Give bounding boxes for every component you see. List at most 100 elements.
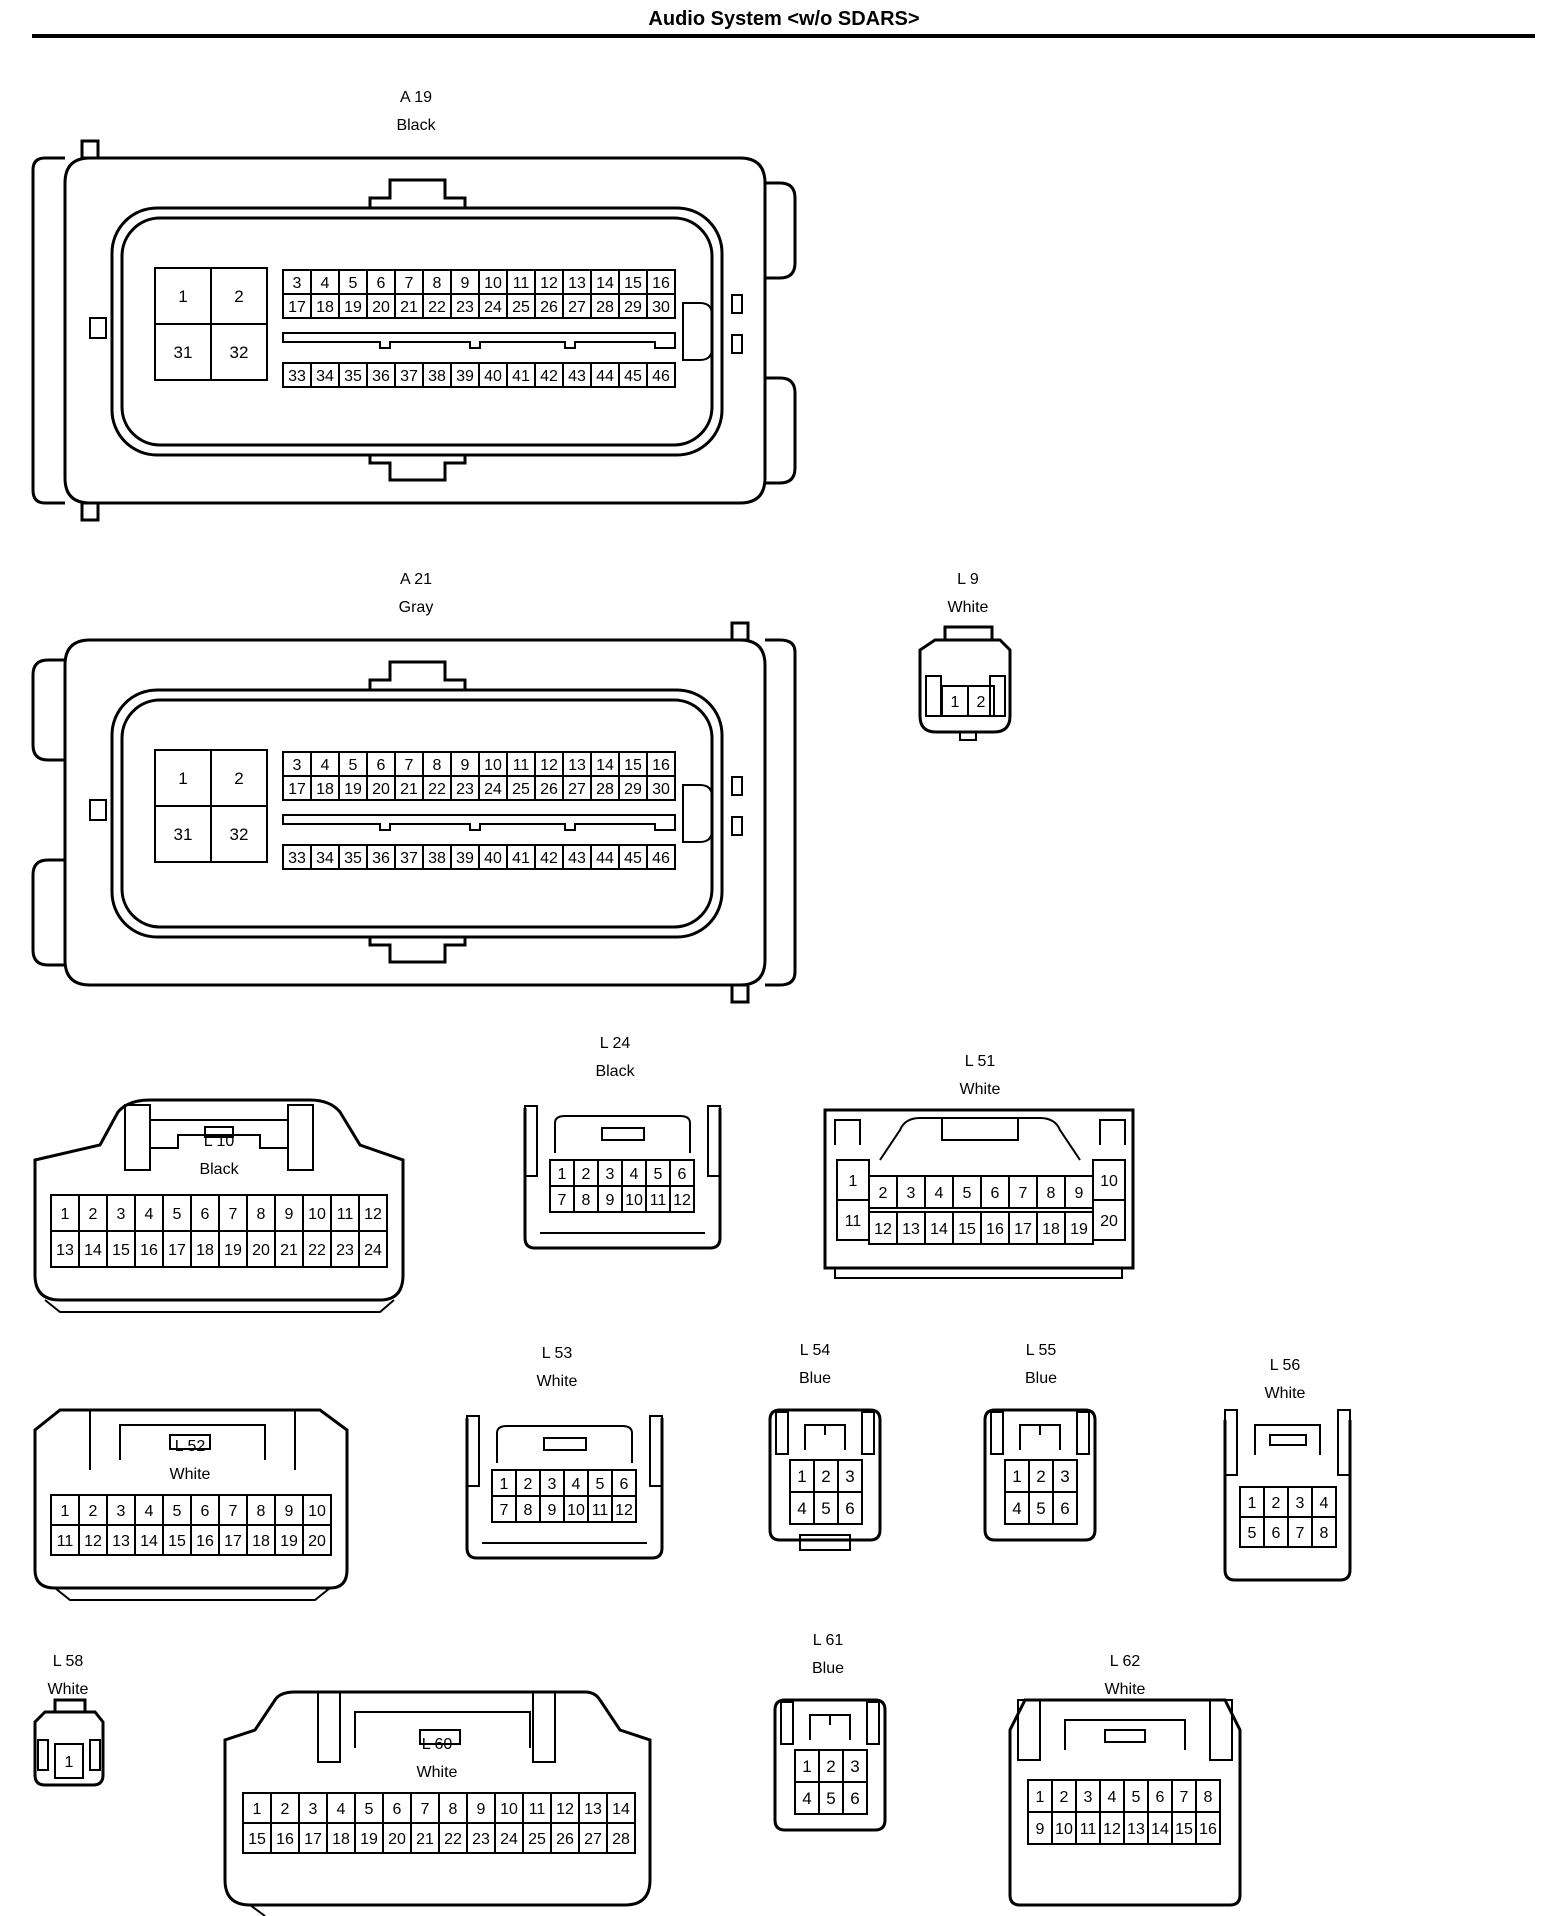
pin-a19-23: 23 <box>456 299 474 316</box>
pin-l52-10: 10 <box>308 1503 326 1520</box>
connector-housing <box>823 1108 1135 1270</box>
pin-l61-1: 1 <box>802 1757 811 1776</box>
pin-a21-36: 36 <box>372 850 390 867</box>
pin-l52-6: 6 <box>201 1503 210 1520</box>
pin-l60-16: 16 <box>276 1831 294 1848</box>
pin-l51-1: 1 <box>849 1173 858 1190</box>
connector-id-l62: L 62 <box>1110 1653 1141 1670</box>
side-tab <box>731 294 743 314</box>
pin-a21-43: 43 <box>568 850 586 867</box>
pin-l52-11: 11 <box>57 1533 74 1550</box>
pin-l10-11: 11 <box>337 1206 354 1223</box>
pin-l60-4: 4 <box>337 1801 346 1818</box>
pin-l51-13: 13 <box>902 1221 920 1238</box>
side-rib <box>1337 1409 1351 1476</box>
connector-color-a21: Gray <box>399 599 434 616</box>
connector-housing <box>983 1408 1097 1542</box>
connector-housing <box>33 1408 349 1590</box>
side-tab <box>89 317 107 339</box>
pin-l60-13: 13 <box>584 1801 602 1818</box>
pin-a19-15: 15 <box>624 275 642 292</box>
pin-l10-22: 22 <box>308 1242 326 1259</box>
pin-l10-15: 15 <box>112 1242 130 1259</box>
pin-l24-10: 10 <box>625 1192 643 1209</box>
pin-a19-30: 30 <box>652 299 670 316</box>
pin-a19-5: 5 <box>349 275 358 292</box>
pin-l56-8: 8 <box>1320 1525 1329 1542</box>
pin-l51-16: 16 <box>986 1221 1004 1238</box>
pin-l60-9: 9 <box>477 1801 486 1818</box>
lock-latch <box>354 1711 531 1748</box>
right-latch <box>765 376 797 485</box>
side-rib <box>649 1415 663 1487</box>
pin-a21-18: 18 <box>316 781 334 798</box>
lock-tab <box>1104 1729 1146 1743</box>
pin-l10-14: 14 <box>84 1242 102 1259</box>
pin-a19-22: 22 <box>428 299 446 316</box>
pin-a21-33: 33 <box>288 850 306 867</box>
pin-l62-4: 4 <box>1108 1789 1117 1806</box>
side-rib <box>866 1701 880 1745</box>
pin-l55-3: 3 <box>1060 1467 1069 1486</box>
pin-a21-25: 25 <box>512 781 530 798</box>
pin-l54-6: 6 <box>845 1499 854 1518</box>
connector-housing <box>773 1698 887 1832</box>
pin-l52-14: 14 <box>140 1533 158 1550</box>
pin-l62-14: 14 <box>1151 1821 1169 1838</box>
connector-id-l24: L 24 <box>600 1035 631 1052</box>
pin-l24-8: 8 <box>582 1192 591 1209</box>
pin-l54-1: 1 <box>797 1467 806 1486</box>
connector-color-l61: Blue <box>812 1660 844 1677</box>
pin-l55-4: 4 <box>1012 1499 1021 1518</box>
left-latch <box>31 156 65 505</box>
separator-rail <box>282 814 676 831</box>
pin-l60-5: 5 <box>365 1801 374 1818</box>
connector-color-l9: White <box>948 599 989 616</box>
pin-l60-15: 15 <box>248 1831 266 1848</box>
connector-id-l54: L 54 <box>800 1342 831 1359</box>
pin-a19-7: 7 <box>405 275 414 292</box>
lock-tab <box>1269 1434 1307 1446</box>
pin-l52-3: 3 <box>117 1503 126 1520</box>
pin-a21-45: 45 <box>624 850 642 867</box>
pin-l24-3: 3 <box>606 1166 615 1183</box>
pin-a21-6: 6 <box>377 757 386 774</box>
right-latch <box>765 181 797 280</box>
pin-a21-20: 20 <box>372 781 390 798</box>
pin-l52-12: 12 <box>84 1533 102 1550</box>
pin-l51-6: 6 <box>991 1185 1000 1202</box>
pin-l24-2: 2 <box>582 1166 591 1183</box>
pin-l10-12: 12 <box>364 1206 382 1223</box>
pin-l62-3: 3 <box>1084 1789 1093 1806</box>
lock-tab <box>730 983 750 1004</box>
pin-l56-2: 2 <box>1272 1495 1281 1512</box>
pin-l53-6: 6 <box>620 1476 629 1493</box>
pin-l52-16: 16 <box>196 1533 214 1550</box>
pin-a19-25: 25 <box>512 299 530 316</box>
pin-l62-5: 5 <box>1132 1789 1141 1806</box>
pin-l60-11: 11 <box>529 1801 546 1818</box>
pin-a19-20: 20 <box>372 299 390 316</box>
pin-l53-5: 5 <box>596 1476 605 1493</box>
pin-a19-19: 19 <box>344 299 362 316</box>
pin-a21-3: 3 <box>293 757 302 774</box>
pin-l10-19: 19 <box>224 1242 242 1259</box>
pin-cell <box>606 1822 636 1854</box>
pin-cell <box>669 1185 695 1213</box>
pin-l51-7: 7 <box>1019 1185 1028 1202</box>
pin-l10-5: 5 <box>173 1206 182 1223</box>
pin-a21-2: 2 <box>234 769 243 788</box>
bottom-key <box>368 937 467 964</box>
connector-id-l51: L 51 <box>965 1053 996 1070</box>
pin-a19-17: 17 <box>288 299 306 316</box>
pin-l24-9: 9 <box>606 1192 615 1209</box>
pin-a19-44: 44 <box>596 368 614 385</box>
pin-l10-1: 1 <box>61 1206 70 1223</box>
pin-a19-26: 26 <box>540 299 558 316</box>
pin-l51-14: 14 <box>930 1221 948 1238</box>
pin-a21-4: 4 <box>321 757 330 774</box>
pin-a19-39: 39 <box>456 368 474 385</box>
pin-l53-8: 8 <box>524 1502 533 1519</box>
pin-l10-3: 3 <box>117 1206 126 1223</box>
